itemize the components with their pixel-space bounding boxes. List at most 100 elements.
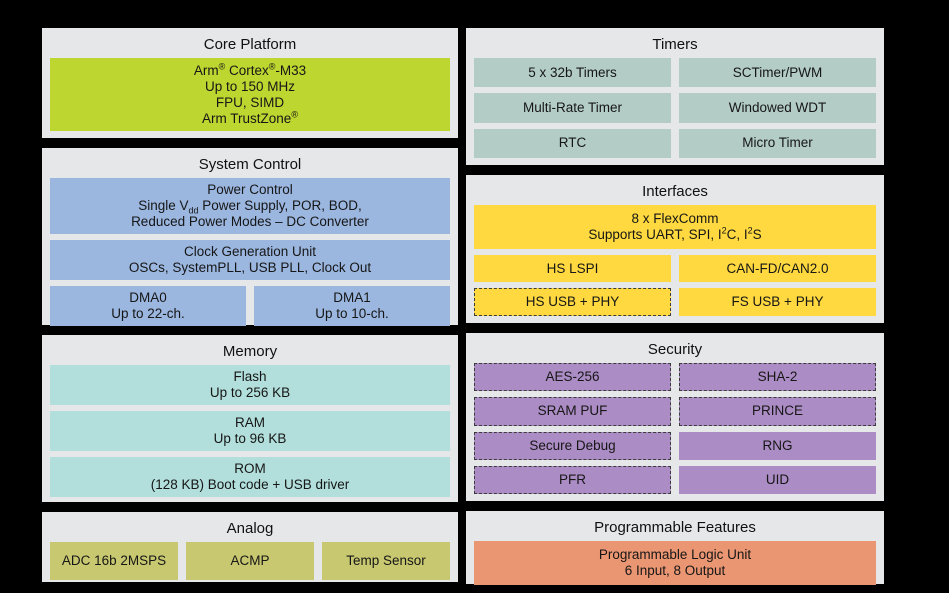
- system-control-rows: Power Control Single Vdd Power Supply, P…: [50, 178, 450, 326]
- clock-line-2: OSCs, SystemPLL, USB PLL, Clock Out: [128, 260, 372, 275]
- panel-title-programmable-features: Programmable Features: [594, 519, 756, 536]
- block-power-control[interactable]: Power Control Single Vdd Power Supply, P…: [50, 178, 450, 234]
- security-row: PFR UID: [474, 465, 876, 494]
- security-row: Secure Debug RNG: [474, 431, 876, 460]
- panel-programmable-features: Programmable Features Programmable Logic…: [466, 511, 884, 585]
- block-aes-256[interactable]: AES-256: [474, 363, 671, 392]
- block-acmp[interactable]: ACMP: [186, 542, 314, 580]
- block-rng[interactable]: RNG: [679, 431, 876, 460]
- panel-title-security: Security: [647, 341, 703, 358]
- block-prince[interactable]: PRINCE: [679, 397, 876, 426]
- panel-analog: Analog ADC 16b 2MSPS ACMP Temp Sensor: [42, 512, 458, 582]
- sram-puf-label: SRAM PUF: [537, 403, 608, 419]
- aes-label: AES-256: [545, 369, 600, 385]
- block-multi-rate-timer[interactable]: Multi-Rate Timer: [474, 93, 671, 123]
- memory-row-flash: Flash Up to 256 KB: [50, 365, 450, 405]
- core-line-3: FPU, SIMD: [215, 94, 285, 110]
- sctimer-label: SCTimer/PWM: [732, 64, 823, 80]
- panel-memory: Memory Flash Up to 256 KB RAM Up to 96 K…: [42, 335, 458, 502]
- security-rows: AES-256 SHA-2 SRAM PUF PRINCE: [474, 363, 876, 494]
- subscript-dd: dd: [188, 205, 199, 216]
- memory-row-ram: RAM Up to 96 KB: [50, 411, 450, 451]
- block-32b-timers[interactable]: 5 x 32b Timers: [474, 58, 671, 88]
- block-micro-timer[interactable]: Micro Timer: [679, 128, 876, 158]
- block-flexcomm[interactable]: 8 x FlexComm Supports UART, SPI, I2C, I2…: [474, 205, 876, 249]
- security-row: SRAM PUF PRINCE: [474, 397, 876, 426]
- core-line-2: Up to 150 MHz: [204, 78, 296, 94]
- memory-rows: Flash Up to 256 KB RAM Up to 96 KB ROM (…: [50, 365, 450, 497]
- block-adc[interactable]: ADC 16b 2MSPS: [50, 542, 178, 580]
- rng-label: RNG: [762, 437, 793, 453]
- system-control-row-power: Power Control Single Vdd Power Supply, P…: [50, 178, 450, 234]
- flexcomm-line-2: Supports UART, SPI, I2C, I2S: [588, 225, 762, 242]
- sha2-label: SHA-2: [757, 369, 798, 385]
- panel-title-system-control: System Control: [198, 156, 302, 173]
- memory-row-rom: ROM (128 KB) Boot code + USB driver: [50, 457, 450, 497]
- block-flash[interactable]: Flash Up to 256 KB: [50, 365, 450, 405]
- micro-timer-label: Micro Timer: [742, 135, 813, 151]
- block-secure-debug[interactable]: Secure Debug: [474, 431, 671, 460]
- right-column: Timers 5 x 32b Timers SCTimer/PWM Multi-…: [466, 28, 884, 585]
- timers-rows: 5 x 32b Timers SCTimer/PWM Multi-Rate Ti…: [474, 58, 876, 158]
- interfaces-row: HS LSPI CAN-FD/CAN2.0: [474, 254, 876, 283]
- power-line-2: Single Vdd Power Supply, POR, BOD,: [138, 198, 362, 216]
- flexcomm-line-1: 8 x FlexComm: [631, 210, 719, 226]
- core-line-4: Arm TrustZone®: [202, 109, 298, 126]
- block-dma1[interactable]: DMA1 Up to 10-ch.: [254, 286, 450, 326]
- fs-usb-label: FS USB + PHY: [731, 294, 824, 310]
- timers-label: 5 x 32b Timers: [528, 64, 617, 80]
- pfr-label: PFR: [559, 471, 586, 487]
- timers-row: 5 x 32b Timers SCTimer/PWM: [474, 58, 876, 88]
- block-uid[interactable]: UID: [679, 465, 876, 494]
- uid-label: UID: [765, 471, 790, 487]
- block-ram[interactable]: RAM Up to 96 KB: [50, 411, 450, 451]
- ram-line-1: RAM: [235, 415, 265, 430]
- block-sha-2[interactable]: SHA-2: [679, 363, 876, 392]
- block-hs-usb-phy[interactable]: HS USB + PHY: [474, 288, 671, 317]
- dma1-line-2: Up to 10-ch.: [315, 306, 389, 321]
- block-pfr[interactable]: PFR: [474, 465, 671, 494]
- block-rom[interactable]: ROM (128 KB) Boot code + USB driver: [50, 457, 450, 497]
- interfaces-row: HS USB + PHY FS USB + PHY: [474, 288, 876, 317]
- security-row: AES-256 SHA-2: [474, 363, 876, 392]
- flash-line-2: Up to 256 KB: [209, 385, 291, 400]
- block-windowed-wdt[interactable]: Windowed WDT: [679, 93, 876, 123]
- panel-core-platform: Core Platform Arm® Cortex®-M33 Up to 150…: [42, 28, 458, 138]
- plu-line-1: Programmable Logic Unit: [598, 547, 752, 562]
- rtc-label: RTC: [558, 135, 587, 151]
- dma0-line-2: Up to 22-ch.: [111, 306, 185, 321]
- analog-rows: ADC 16b 2MSPS ACMP Temp Sensor: [50, 542, 450, 580]
- panel-timers: Timers 5 x 32b Timers SCTimer/PWM Multi-…: [466, 28, 884, 165]
- block-sram-puf[interactable]: SRAM PUF: [474, 397, 671, 426]
- block-hs-lspi[interactable]: HS LSPI: [474, 254, 671, 283]
- interfaces-rows: 8 x FlexComm Supports UART, SPI, I2C, I2…: [474, 205, 876, 317]
- timers-row: RTC Micro Timer: [474, 128, 876, 158]
- block-fs-usb-phy[interactable]: FS USB + PHY: [679, 288, 876, 317]
- registered-mark-icon: ®: [218, 61, 226, 71]
- superscript-2: 2: [747, 225, 753, 236]
- system-control-row-clock: Clock Generation Unit OSCs, SystemPLL, U…: [50, 240, 450, 280]
- panel-security: Security AES-256 SHA-2 SRAM PUF PRINCE: [466, 333, 884, 501]
- plu-line-2: 6 Input, 8 Output: [624, 563, 726, 578]
- panel-interfaces: Interfaces 8 x FlexComm Supports UART, S…: [466, 175, 884, 323]
- hs-lspi-label: HS LSPI: [546, 260, 599, 276]
- block-dma0[interactable]: DMA0 Up to 22-ch.: [50, 286, 246, 326]
- panel-title-memory: Memory: [222, 343, 278, 360]
- block-sctimer-pwm[interactable]: SCTimer/PWM: [679, 58, 876, 88]
- superscript-2: 2: [721, 225, 727, 236]
- block-arm-cortex-m33[interactable]: Arm® Cortex®-M33 Up to 150 MHz FPU, SIMD…: [50, 58, 450, 131]
- registered-mark-icon: ®: [268, 61, 276, 71]
- power-line-1: Power Control: [207, 182, 293, 197]
- block-temp-sensor[interactable]: Temp Sensor: [322, 542, 450, 580]
- dma0-line-1: DMA0: [129, 290, 167, 305]
- analog-row: ADC 16b 2MSPS ACMP Temp Sensor: [50, 542, 450, 580]
- block-clock-generation-unit[interactable]: Clock Generation Unit OSCs, SystemPLL, U…: [50, 240, 450, 280]
- block-can-fd[interactable]: CAN-FD/CAN2.0: [679, 254, 876, 283]
- panel-system-control: System Control Power Control Single Vdd …: [42, 148, 458, 326]
- block-programmable-logic-unit[interactable]: Programmable Logic Unit 6 Input, 8 Outpu…: [474, 541, 876, 585]
- core-platform-rows: Arm® Cortex®-M33 Up to 150 MHz FPU, SIMD…: [50, 58, 450, 131]
- can-fd-label: CAN-FD/CAN2.0: [726, 260, 829, 276]
- block-rtc[interactable]: RTC: [474, 128, 671, 158]
- interfaces-row-flexcomm: 8 x FlexComm Supports UART, SPI, I2C, I2…: [474, 205, 876, 249]
- flash-line-1: Flash: [233, 369, 267, 384]
